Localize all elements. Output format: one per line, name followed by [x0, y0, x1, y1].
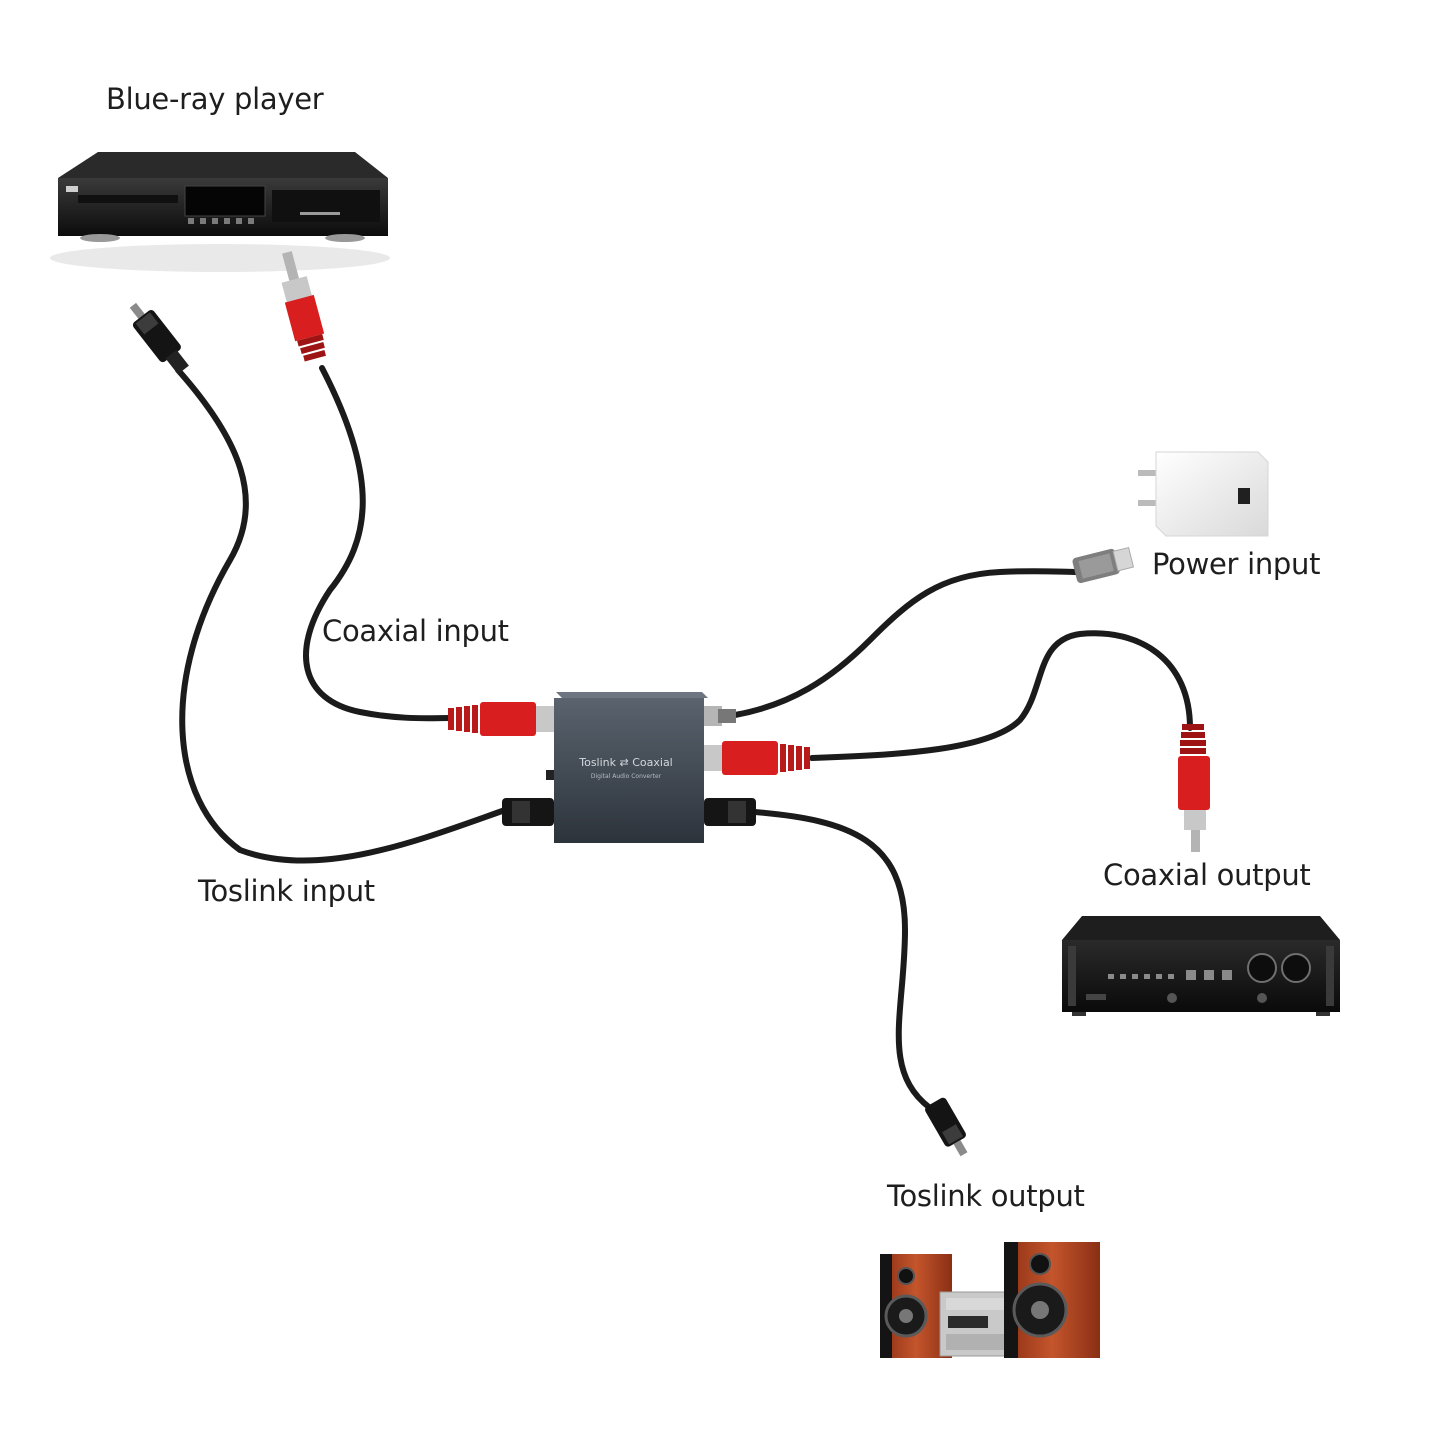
coaxial-input-plug — [281, 251, 326, 362]
speaker-system — [880, 1242, 1100, 1358]
bluray-player — [50, 152, 390, 272]
converter-title: Toslink ⇄ Coaxial — [578, 756, 673, 769]
power-cable — [732, 568, 1081, 718]
coaxial-output-label: Coaxial output — [1103, 858, 1311, 892]
coaxial-input-cable — [303, 365, 453, 722]
power-connector — [704, 706, 736, 726]
toslink-output-label: Toslink output — [887, 1179, 1085, 1213]
toslink-input-plug — [129, 302, 189, 375]
toslink-input-label: Toslink input — [198, 874, 375, 908]
toslink-output-cable — [752, 809, 933, 1111]
coaxial-input-label: Coaxial input — [322, 614, 509, 648]
toslink-output-plug — [925, 1097, 968, 1157]
toslink-input-connector — [502, 798, 554, 826]
coaxial-output-connector — [704, 741, 810, 775]
usb-power-plug — [1072, 546, 1135, 584]
converter-box: Toslink ⇄ Coaxial Digital Audio Converte… — [546, 692, 708, 843]
bluray-player-label: Blue-ray player — [106, 82, 324, 116]
usb-charger — [1138, 451, 1269, 537]
coaxial-output-cable — [809, 630, 1193, 761]
power-input-label: Power input — [1152, 547, 1321, 581]
converter-subtitle: Digital Audio Converter — [591, 773, 662, 780]
amplifier — [1062, 916, 1340, 1016]
coaxial-output-plug — [1178, 724, 1210, 852]
coaxial-input-connector — [448, 702, 554, 736]
cables — [175, 365, 1193, 1111]
toslink-output-connector — [704, 798, 756, 826]
toslink-input-cable — [175, 367, 508, 864]
